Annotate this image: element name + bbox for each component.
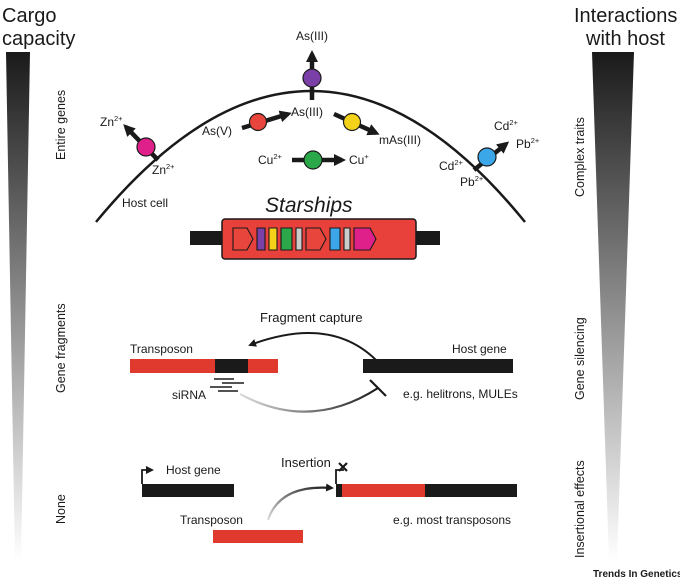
arsenic-export-transporter: [302, 68, 322, 88]
zinc-transporter: [136, 137, 156, 157]
sirna-label: siRNA: [172, 388, 206, 402]
fragment-capture-label: Fragment capture: [260, 310, 363, 325]
middle-example: e.g. helitrons, MULEs: [403, 387, 518, 401]
transposon-label-bottom: Transposon: [180, 513, 243, 527]
transposon-middle: [130, 359, 278, 373]
cargo-gene-8: [343, 227, 351, 251]
journal-credit: Trends In Genetics: [593, 569, 680, 580]
arsenic-export-label: As(III): [296, 29, 328, 43]
zinc-out-label: Zn2+: [100, 114, 123, 129]
disruption-x-icon: [338, 462, 348, 472]
cadmium-out-label: Cd2+: [494, 118, 519, 133]
arsenate-reductase: [248, 112, 268, 132]
right-level-complex-traits: Complex traits: [573, 117, 587, 197]
host-gene-bottom: [142, 484, 234, 497]
left-axis-title-line2: capacity: [2, 28, 75, 50]
disrupted-promoter: [335, 469, 344, 484]
methylation-product-label: mAs(III): [379, 133, 421, 147]
left-level-gene-fragments: Gene fragments: [54, 303, 68, 393]
cadmium-in-label: Cd2+: [439, 158, 464, 173]
left-level-none: None: [54, 494, 68, 524]
host-cell-label: Host cell: [122, 196, 168, 210]
starships-title: Starships: [265, 194, 353, 217]
arsenate-product-label: As(III): [291, 105, 323, 119]
host-gene-5prime-fragment: [336, 484, 342, 497]
host-interaction-wedge: [592, 52, 634, 560]
copper-reductase: [303, 150, 323, 170]
host-gene-promoter-arrow: [141, 466, 154, 484]
right-axis-title-line2: with host: [585, 28, 665, 50]
cargo-gene-9: [353, 227, 377, 251]
cargo-capacity-wedge: [6, 52, 30, 560]
sirna-duplexes: [210, 378, 244, 392]
inserted-transposon: [342, 484, 425, 497]
cargo-gene-6: [305, 227, 327, 251]
arsenic-methyltransferase: [342, 112, 362, 132]
right-level-gene-silencing: Gene silencing: [573, 317, 587, 400]
lead-in-label: Pb2+: [460, 174, 484, 189]
host-gene-middle: [363, 359, 513, 373]
cargo-gene-2: [256, 227, 266, 251]
captured-gene-fragment: [215, 359, 248, 373]
left-axis-title-line1: Cargo: [2, 5, 56, 27]
arsenate-substrate-label: As(V): [202, 124, 232, 138]
copper-substrate-label: Cu2+: [258, 152, 283, 167]
host-gene-3prime-fragment: [425, 484, 517, 497]
left-level-entire-genes: Entire genes: [54, 90, 68, 160]
starship-cargo-genes: [232, 227, 377, 251]
cargo-gene-1: [232, 227, 254, 251]
host-gene-label-middle: Host gene: [452, 342, 507, 356]
right-axis-title-line1: Interactions: [574, 5, 677, 27]
cargo-gene-3: [268, 227, 278, 251]
cargo-gene-5: [295, 227, 303, 251]
cargo-gene-4: [280, 227, 293, 251]
copper-product-label: Cu+: [349, 152, 369, 167]
transposon-bottom: [213, 530, 303, 543]
zinc-in-label: Zn2+: [152, 162, 175, 177]
silencing-blunt-end: [369, 379, 387, 397]
insertion-label: Insertion: [281, 455, 331, 470]
host-gene-label-bottom: Host gene: [166, 463, 221, 477]
silencing-arc: [239, 387, 379, 413]
cargo-gene-7: [329, 227, 341, 251]
lead-out-label: Pb2+: [516, 136, 540, 151]
cadmium-lead-transporter: [477, 147, 497, 167]
insertion-arrow: [266, 483, 334, 521]
bottom-example: e.g. most transposons: [393, 513, 511, 527]
fragment-capture-arrow: [248, 332, 377, 361]
right-level-insertional-effects: Insertional effects: [573, 460, 587, 558]
transposon-label-middle: Transposon: [130, 342, 193, 356]
